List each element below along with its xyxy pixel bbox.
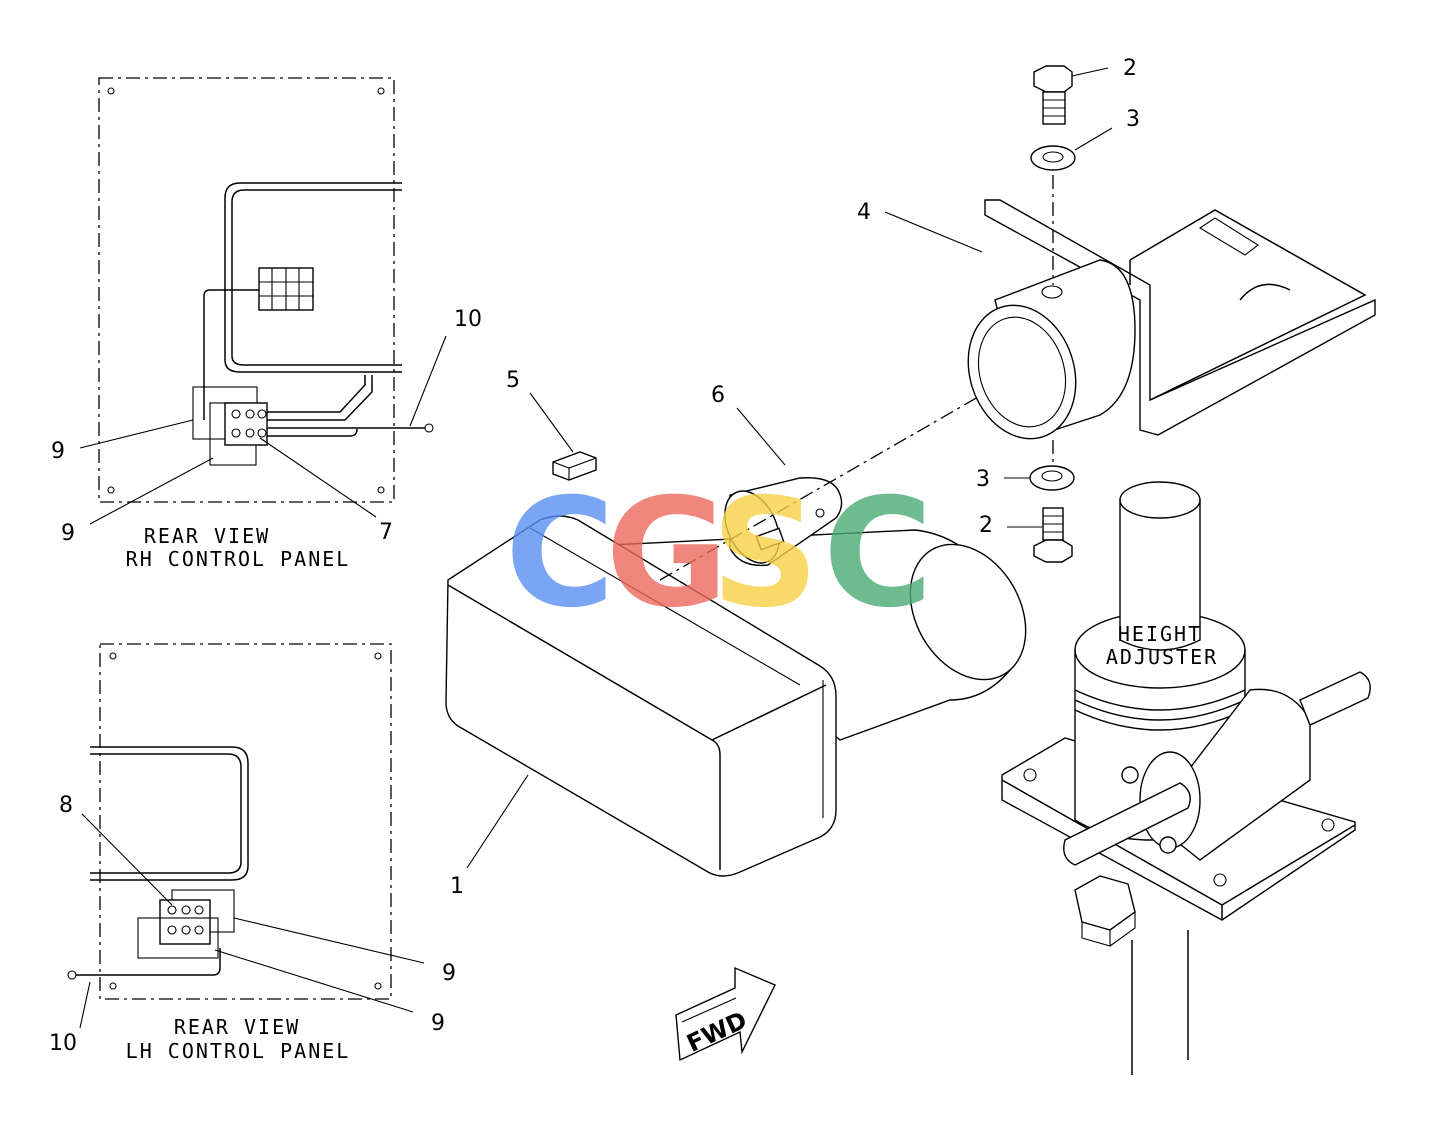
mounting-bracket — [884, 199, 1376, 440]
callout-6: 6 — [711, 383, 725, 408]
forward-direction-arrow: FWD — [675, 966, 776, 1062]
terminal-block-upper — [258, 267, 314, 311]
rh-panel-caption-line1: REAR VIEW — [144, 524, 270, 548]
callout-9-lh-upper: 9 — [442, 961, 456, 986]
coupling-part — [659, 369, 1026, 581]
relay-assembly-lh — [137, 889, 235, 959]
height-adjuster-label-line2: ADJUSTER — [1106, 645, 1218, 669]
callout-3-bottom: 3 — [976, 467, 990, 492]
callout-7: 7 — [379, 520, 393, 545]
watermark-letter-4: C — [823, 467, 933, 641]
callout-9-rh-upper: 9 — [51, 439, 65, 464]
lower-washer — [1004, 440, 1075, 491]
rh-control-panel: REAR VIEW RH CONTROL PANEL — [79, 77, 447, 571]
upper-washer — [1030, 127, 1113, 285]
lh-panel-caption-line2: LH CONTROL PANEL — [126, 1039, 351, 1063]
lh-control-panel: REAR VIEW LH CONTROL PANEL — [67, 643, 425, 1063]
callouts: 1 2 2 3 3 4 5 6 7 8 9 9 9 9 10 10 — [49, 56, 1140, 1056]
upper-bolt — [1033, 65, 1109, 125]
watermark-logo: C G S C — [505, 467, 933, 641]
height-adjuster: HEIGHT ADJUSTER — [1001, 481, 1371, 1075]
callout-9-rh-lower: 9 — [61, 521, 75, 546]
callout-4: 4 — [857, 200, 871, 225]
callout-1: 1 — [450, 874, 464, 899]
key-part — [529, 392, 597, 481]
rh-panel-caption-line2: RH CONTROL PANEL — [126, 547, 351, 571]
lh-panel-caption-line1: REAR VIEW — [174, 1015, 300, 1039]
callout-10-rh: 10 — [454, 307, 482, 332]
watermark-letter-3: S — [711, 467, 819, 641]
height-adjuster-label-line1: HEIGHT — [1118, 622, 1202, 646]
watermark-letter-1: C — [505, 467, 615, 641]
callout-2-top: 2 — [1123, 56, 1137, 81]
callout-9-lh-lower: 9 — [431, 1011, 445, 1036]
callout-3-top: 3 — [1126, 107, 1140, 132]
callout-5: 5 — [506, 368, 520, 393]
callout-10-lh: 10 — [49, 1031, 77, 1056]
watermark-letter-2: G — [605, 467, 728, 641]
callout-2-bottom: 2 — [979, 513, 993, 538]
callout-8: 8 — [59, 793, 73, 818]
motor-assembly — [445, 515, 1027, 877]
lower-bolt — [1007, 507, 1073, 563]
